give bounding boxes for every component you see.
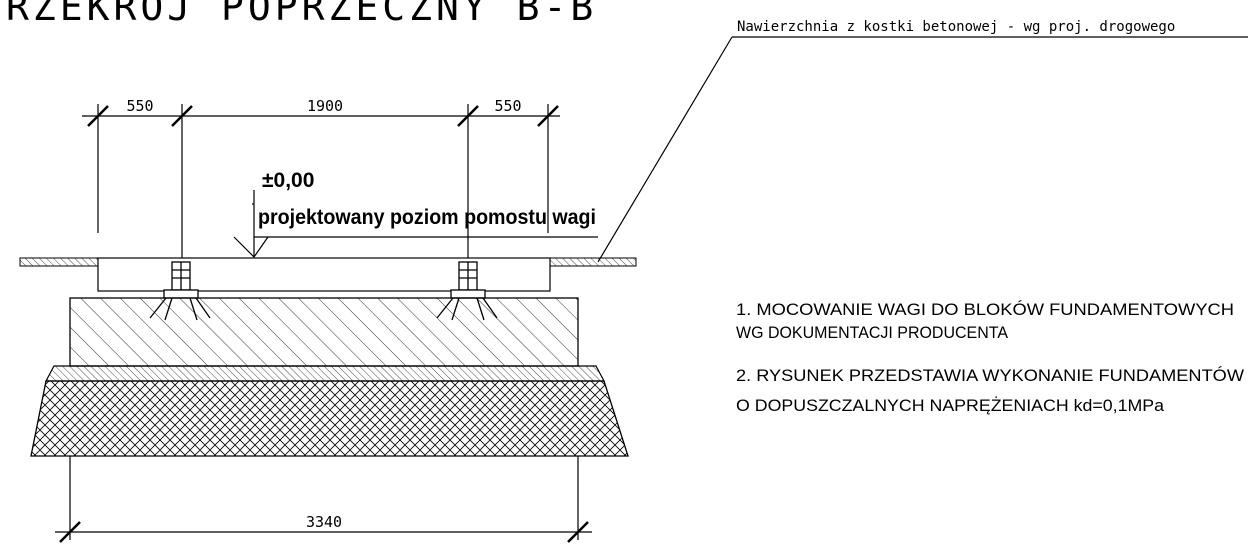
note-line-2: WG DOKUMENTACJI PRODUCENTA [736,323,1009,342]
scale-platform [97,257,551,292]
foundation-block [69,297,579,367]
notes-block: 1. MOCOWANIE WAGI DO BLOKÓW FUNDAMENTOWY… [736,300,1244,415]
drawing-title: RZEKRÓJ POPRZECZNY B-B [6,0,597,29]
note-line-3: 2. RYSUNEK PRZEDSTAWIA WYKONANIE FUNDAME… [736,366,1244,385]
note-line-1: 1. MOCOWANIE WAGI DO BLOKÓW FUNDAMENTOWY… [736,300,1234,319]
dim-550-right: 550 [494,97,521,115]
level-marker [233,190,598,258]
surface-note-leader [597,36,1248,263]
top-dimension-lines [82,104,560,262]
surface-note: Nawierzchnia z kostki betonowej - wg pro… [737,19,1175,35]
dim-3340: 3340 [306,513,342,531]
lean-concrete-layer [45,365,605,382]
note-line-4: O DOPUSZCZALNYCH NAPRĘŻENIACH kd=0,1MPa [736,396,1165,415]
bottom-dimension-lines [55,456,592,543]
dim-1900: 1900 [307,97,343,115]
level-value: ±0,00 [262,169,314,192]
level-description: projektowany poziom pomostu wagi [258,206,596,229]
dim-550-left: 550 [126,97,153,115]
soil-base [30,380,629,457]
